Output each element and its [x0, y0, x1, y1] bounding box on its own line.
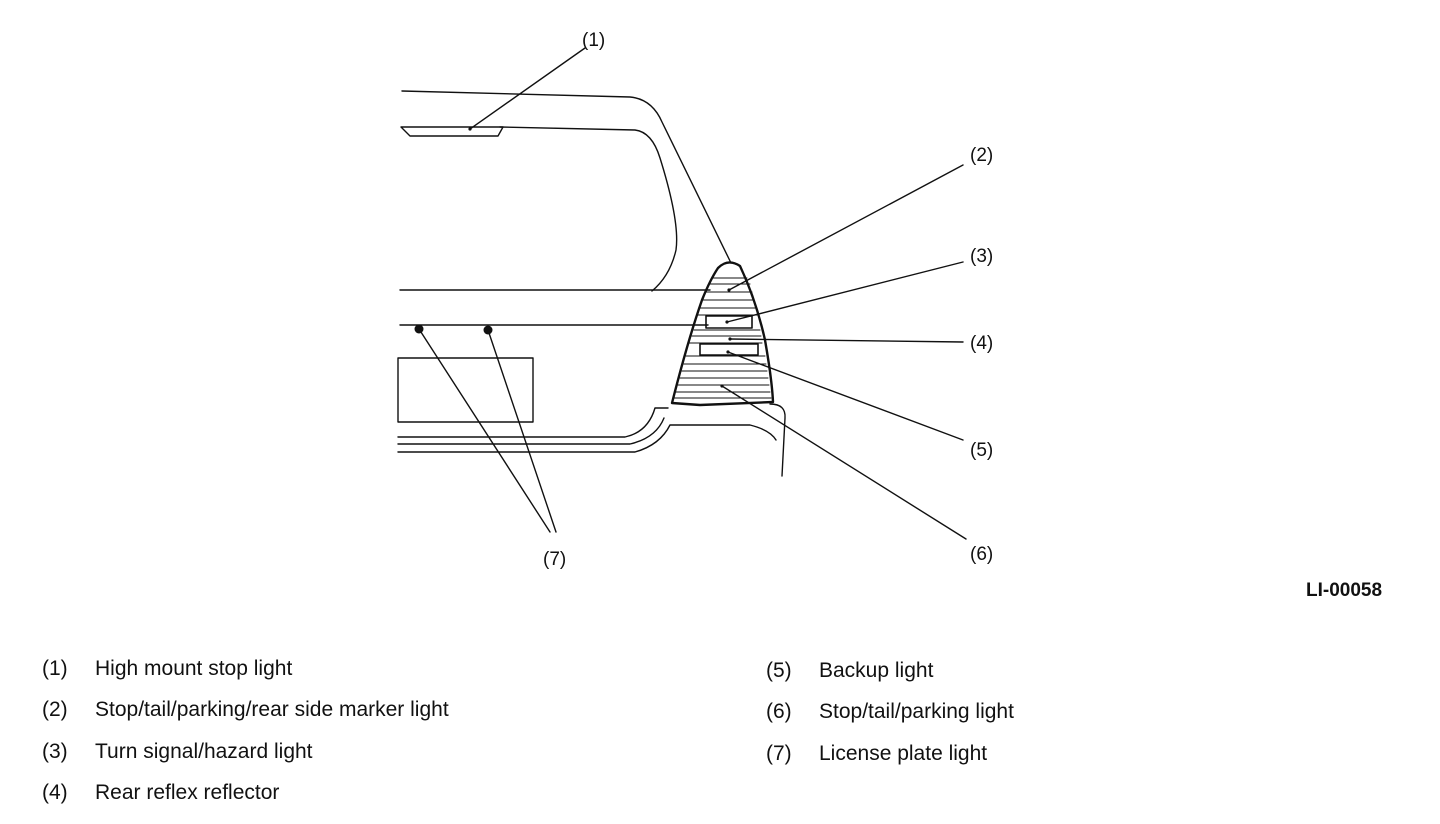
callout-2: (2) — [970, 145, 993, 166]
legend-item: (7) License plate light — [766, 733, 1014, 775]
leader-line-5 — [727, 351, 964, 441]
callout-7: (7) — [543, 549, 566, 570]
license-light-dot-left — [414, 324, 424, 334]
legend-label: Rear reflex reflector — [95, 781, 280, 805]
leader-line-4 — [729, 338, 964, 343]
legend-number: (7) — [766, 741, 792, 765]
leader-dot-4 — [728, 337, 732, 341]
tail-light-lens-lines — [673, 277, 772, 399]
legend-item: (6) Stop/tail/parking light — [766, 692, 1014, 734]
legend-right-column: (5) Backup light (6) Stop/tail/parking l… — [766, 650, 1014, 775]
callout-4: (4) — [970, 333, 993, 354]
callout-6: (6) — [970, 544, 993, 565]
bumper-outline-top — [397, 407, 669, 438]
legend-number: (4) — [42, 781, 68, 805]
legend-label: High mount stop light — [95, 656, 293, 680]
leader-dot-6 — [720, 384, 724, 388]
leader-line-6 — [721, 385, 967, 540]
legend-label: Stop/tail/parking/rear side marker light — [95, 698, 449, 722]
leader-dot-5 — [726, 350, 730, 354]
backup-lens-window — [699, 343, 759, 356]
bumper-side — [769, 403, 786, 477]
rear-window-outline — [499, 126, 678, 292]
leader-line-3 — [726, 261, 964, 323]
roof-outline — [401, 90, 732, 264]
legend-item: (3) Turn signal/hazard light — [42, 731, 449, 773]
license-plate-outline — [397, 357, 534, 423]
legend-number: (1) — [42, 656, 68, 680]
legend-number: (6) — [766, 700, 792, 724]
high-mount-stop-light-shape — [400, 126, 504, 137]
leader-line-1 — [469, 47, 586, 130]
legend-number: (3) — [42, 739, 68, 763]
legend-item: (2) Stop/tail/parking/rear side marker l… — [42, 690, 449, 732]
leader-dot-2 — [727, 288, 731, 292]
turn-signal-lens-window — [705, 315, 753, 329]
tail-light-housing — [670, 261, 775, 407]
callout-1: (1) — [582, 30, 605, 51]
leader-line-7b — [487, 329, 557, 533]
license-light-dot-right — [483, 325, 493, 335]
rear-lights-diagram: (1) (2) (3) (4) (5) (6) (7) — [397, 30, 993, 570]
legend-label: Stop/tail/parking light — [819, 700, 1014, 724]
leader-dot-3 — [725, 320, 729, 324]
leader-line-7a — [418, 328, 551, 533]
figure-code: LI-00058 — [1306, 580, 1383, 601]
legend-item: (4) Rear reflex reflector — [42, 773, 449, 815]
legend-item: (5) Backup light — [766, 650, 1014, 692]
legend-left-column: (1) High mount stop light (2) Stop/tail/… — [42, 648, 449, 814]
legend-label: License plate light — [819, 741, 988, 765]
bumper-outline-lower — [397, 417, 665, 445]
callout-3: (3) — [970, 246, 993, 267]
legend-number: (2) — [42, 698, 68, 722]
leader-dot-1 — [468, 127, 472, 131]
legend-label: Backup light — [819, 658, 934, 682]
legend-item: (1) High mount stop light — [42, 648, 449, 690]
legend-label: Turn signal/hazard light — [95, 739, 313, 763]
bumper-outline-bottom — [397, 424, 777, 453]
legend-number: (5) — [766, 658, 792, 682]
leader-line-2 — [728, 164, 964, 291]
callout-5: (5) — [970, 440, 993, 461]
